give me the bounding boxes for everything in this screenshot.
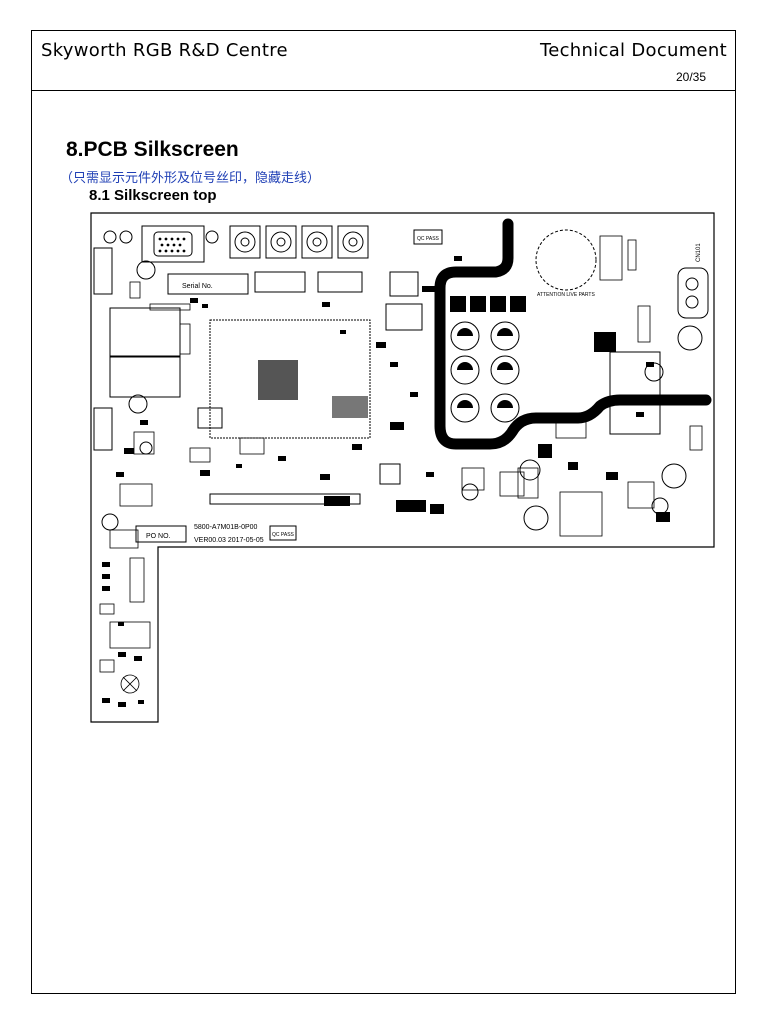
- cn101-label: CN101: [696, 243, 702, 262]
- header-left-title: Skyworth RGB R&D Centre: [41, 40, 288, 61]
- board-version: VER00.03 2017-05-05: [194, 537, 264, 544]
- page-number: 20/35: [675, 70, 706, 84]
- section-heading: 8.PCB Silkscreen: [66, 138, 239, 161]
- section-note: （只需显示元件外形及位号丝印，隐藏走线）: [60, 171, 321, 186]
- po-number-label: PO NO.: [146, 533, 171, 540]
- serial-label: Serial No.: [182, 283, 213, 290]
- qc-pass-top-label: QC PASS: [417, 236, 440, 242]
- page-frame: [31, 30, 736, 994]
- header-right-title: Technical Document: [539, 40, 727, 61]
- header-divider: [31, 90, 736, 91]
- pcb-silkscreen-drawing: Serial No. QC PASS: [90, 212, 715, 723]
- qc-pass-bottom-label: QC PASS: [272, 532, 295, 538]
- board-part-number: 5800-A7M01B-0P00: [194, 524, 258, 531]
- attention-label: ATTENTION LIVE PARTS: [537, 292, 595, 298]
- subsection-heading: 8.1 Silkscreen top: [89, 187, 217, 204]
